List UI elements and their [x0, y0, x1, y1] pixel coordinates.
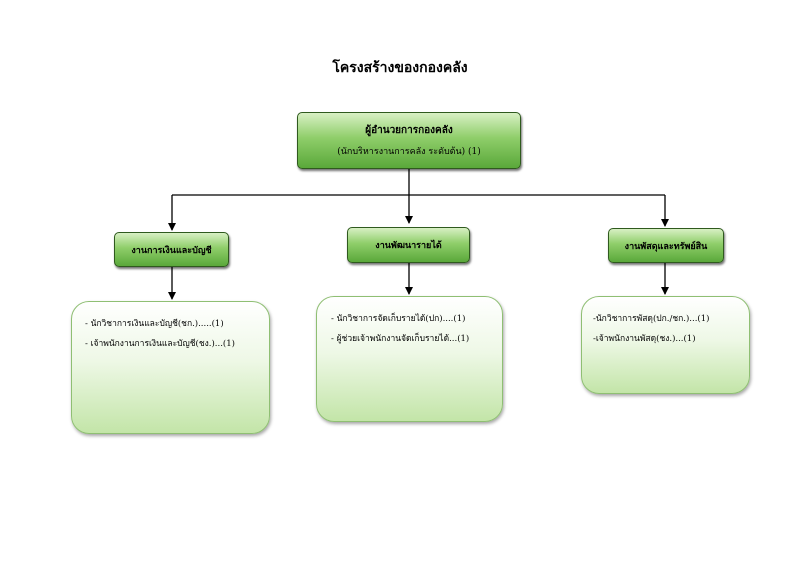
unit-revenue-staff-card: - นักวิชาการจัดเก็บรายได้(ปก)....(1) - ผ… [316, 296, 503, 422]
unit-supplies-box: งานพัสดุและทรัพย์สิน [608, 228, 724, 263]
unit-revenue-box: งานพัฒนารายได้ [347, 227, 470, 263]
unit-finance-box: งานการเงินและบัญชี [114, 232, 229, 267]
director-title: ผู้อำนวยการกองคลัง [365, 125, 453, 136]
page-title: โครงสร้างของกองคลัง [332, 60, 468, 76]
unit-finance-staff-card: - นักวิชาการเงินและบัญชี(ชก.).....(1) - … [71, 301, 270, 434]
staff-line: - นักวิชาการเงินและบัญชี(ชก.).....(1) [85, 319, 224, 329]
unit-finance-label: งานการเงินและบัญชี [131, 245, 212, 256]
staff-line: -นักวิชาการพัสดุ(ปก./ชก.)...(1) [593, 314, 710, 324]
staff-line: -เจ้าพนักงานพัสดุ(ชง.)...(1) [593, 334, 696, 344]
unit-supplies-label: งานพัสดุและทรัพย์สิน [624, 241, 708, 252]
unit-supplies-staff-card: -นักวิชาการพัสดุ(ปก./ชก.)...(1) -เจ้าพนั… [581, 296, 750, 394]
staff-line: - เจ้าพนักงานการเงินและบัญชี(ชง.)...(1) [85, 339, 235, 349]
director-box: ผู้อำนวยการกองคลัง (นักบริหารงานการคลัง … [297, 112, 521, 169]
staff-line: - ผู้ช่วยเจ้าพนักงานจัดเก็บรายได้...(1) [331, 334, 470, 344]
unit-revenue-label: งานพัฒนารายได้ [375, 241, 442, 251]
staff-line: - นักวิชาการจัดเก็บรายได้(ปก)....(1) [331, 314, 466, 324]
director-subtitle: (นักบริหารงานการคลัง ระดับต้น) (1) [337, 147, 481, 157]
